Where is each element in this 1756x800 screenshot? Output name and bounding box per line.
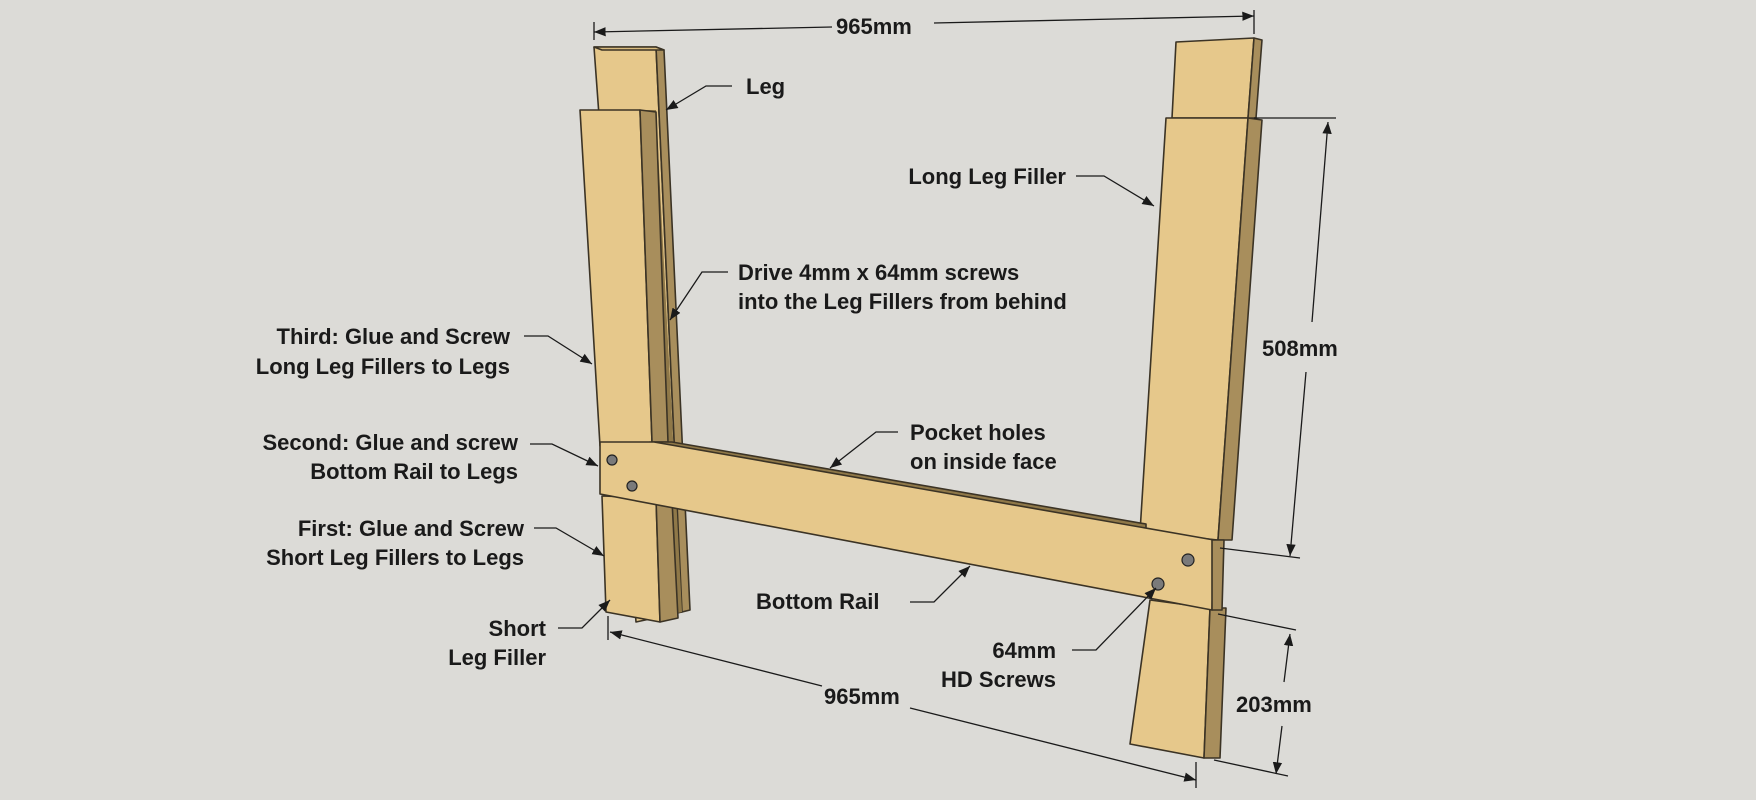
first-step-label-1: First: Glue and Screw <box>298 516 525 541</box>
right-leg <box>1171 37 1263 119</box>
screw-icon <box>606 454 618 466</box>
left-leg-assembly <box>579 46 691 623</box>
first-step-leader <box>534 527 605 557</box>
second-step-leader <box>530 443 599 467</box>
pocket-holes-label-2: on inside face <box>910 449 1057 474</box>
right-long-leg-filler <box>1139 117 1263 541</box>
hd-screws-label-2: HD Screws <box>941 667 1056 692</box>
short-leg-filler-leader <box>558 599 611 629</box>
dim-right-height-label: 508mm <box>1262 336 1338 361</box>
dim-low-height-label: 203mm <box>1236 692 1312 717</box>
dimension-right-height: 508mm <box>1219 117 1338 559</box>
left-long-leg-filler <box>579 109 669 447</box>
second-step-label-2: Bottom Rail to Legs <box>310 459 518 484</box>
bottom-rail-leader <box>910 565 971 603</box>
short-leg-filler-label-1: Short <box>489 616 547 641</box>
bottom-rail <box>599 441 1225 611</box>
long-leg-filler-leader <box>1076 175 1155 207</box>
third-step-label-2: Long Leg Fillers to Legs <box>256 354 510 379</box>
dimension-top-width: 965mm <box>593 10 1255 40</box>
pocket-holes-label-1: Pocket holes <box>910 420 1046 445</box>
leg-leader <box>665 85 732 111</box>
dim-bottom-label: 965mm <box>824 684 900 709</box>
right-short-leg-filler <box>1129 599 1227 759</box>
drive-screws-label-2: into the Leg Fillers from behind <box>738 289 1067 314</box>
leg-label: Leg <box>746 74 785 99</box>
dimension-bottom-width: 965mm <box>607 616 1197 788</box>
screw-icon <box>626 480 638 492</box>
third-step-leader <box>524 335 593 365</box>
right-leg-assembly <box>1129 37 1263 759</box>
bottom-rail-label: Bottom Rail <box>756 589 879 614</box>
long-leg-filler-label: Long Leg Filler <box>908 164 1066 189</box>
third-step-label-1: Third: Glue and Screw <box>277 324 511 349</box>
dim-top-label: 965mm <box>836 14 912 39</box>
hd-screws-leader <box>1072 587 1157 651</box>
screw-icon <box>1151 577 1165 591</box>
pocket-holes-leader <box>829 431 898 469</box>
drive-screws-label-1: Drive 4mm x 64mm screws <box>738 260 1019 285</box>
first-step-label-2: Short Leg Fillers to Legs <box>266 545 524 570</box>
second-step-label-1: Second: Glue and screw <box>262 430 518 455</box>
drive-screws-leader <box>669 271 728 321</box>
screw-heads <box>606 454 1195 591</box>
left-short-leg-filler <box>601 495 679 623</box>
dimension-low-height: 203mm <box>1213 613 1312 777</box>
short-leg-filler-label-2: Leg Filler <box>448 645 546 670</box>
hd-screws-label-1: 64mm <box>992 638 1056 663</box>
screw-icon <box>1181 553 1195 567</box>
